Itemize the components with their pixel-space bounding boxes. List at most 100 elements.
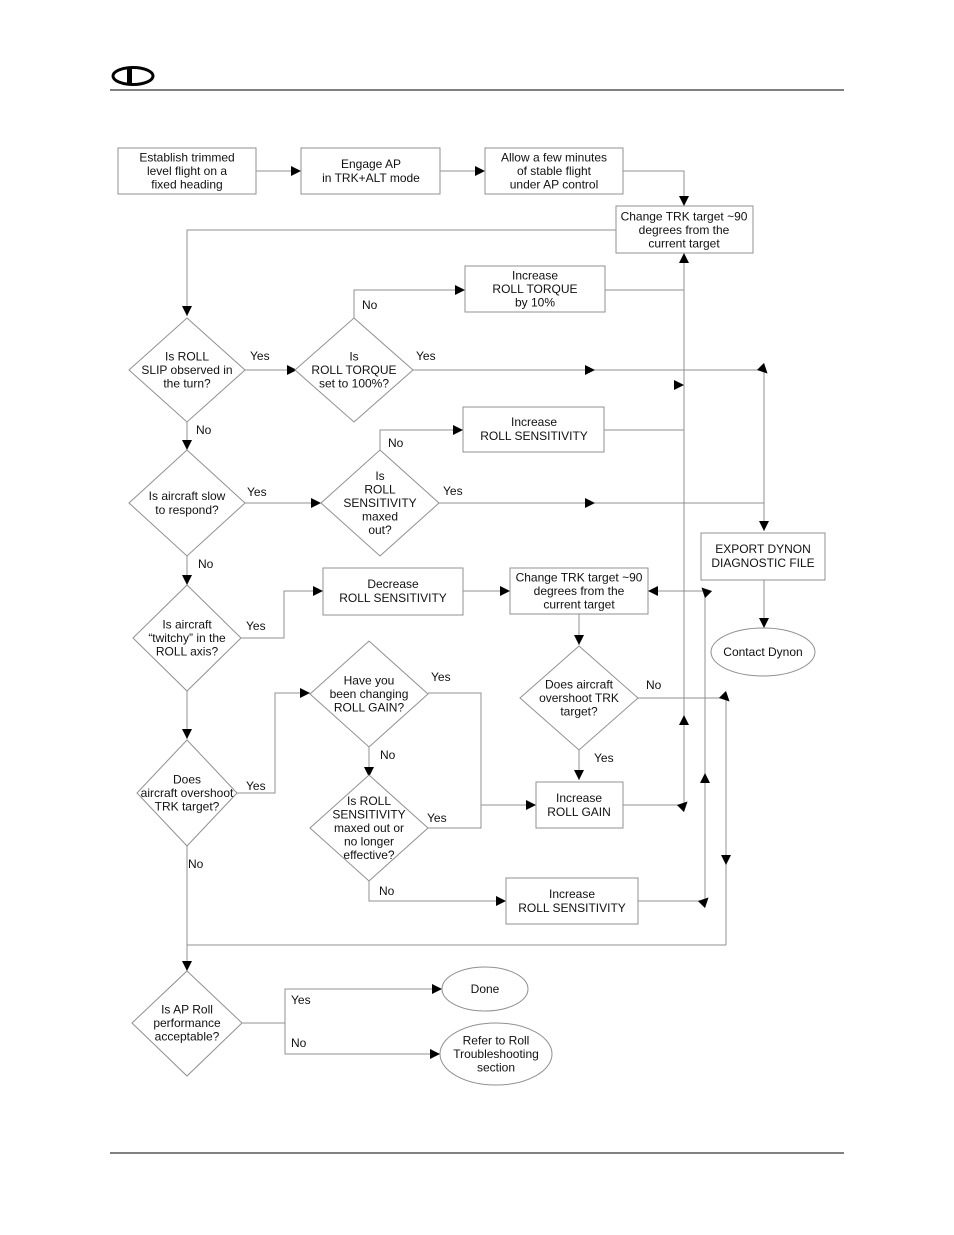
node-text-line: Have you xyxy=(344,673,395,687)
slip-yes-label: Yes xyxy=(250,349,270,363)
node-text-line: current target xyxy=(648,237,720,251)
overshoot1-no-label: No xyxy=(188,857,204,871)
node-text-line: EXPORT DYNON xyxy=(715,542,811,556)
node-text-line: ROLL GAIN? xyxy=(334,701,405,715)
node-text-line: Change TRK target ~90 xyxy=(621,209,748,223)
node-text-line: SENSITIVITY xyxy=(332,807,405,821)
senseff-no-label: No xyxy=(379,884,395,898)
node-text-line: Is aircraft slow xyxy=(149,489,226,503)
node-text-line: been changing xyxy=(330,687,409,701)
node-text-line: Refer to Roll xyxy=(463,1033,530,1047)
overshoot2-no-label: No xyxy=(646,678,662,692)
node-text-line: Increase xyxy=(511,415,557,429)
node-text-line: Decrease xyxy=(367,577,419,591)
node-text-line: SENSITIVITY xyxy=(343,496,416,510)
node-text-line: Done xyxy=(471,982,500,996)
node-text-line: ROLL SENSITIVITY xyxy=(480,429,588,443)
node-text-line: Is ROLL xyxy=(165,349,209,363)
node-text-line: Increase xyxy=(556,791,602,805)
node-text-line: Does aircraft xyxy=(545,677,614,691)
node-text-line: level flight on a xyxy=(147,164,227,178)
node-text-line: overshoot TRK xyxy=(539,691,619,705)
overshoot1-yes-label: Yes xyxy=(246,779,266,793)
node-text-line: Does xyxy=(173,772,201,786)
node-text-line: under AP control xyxy=(510,178,599,192)
slow-yes-label: Yes xyxy=(247,485,267,499)
node-text-line: degrees from the xyxy=(534,584,625,598)
node-text-line: ROLL SENSITIVITY xyxy=(518,901,626,915)
senseff-yes-label: Yes xyxy=(427,811,447,825)
node-text-line: Allow a few minutes xyxy=(501,150,607,164)
node-text-line: current target xyxy=(543,598,615,612)
svg-text:Contact Dynon: Contact Dynon xyxy=(723,645,802,659)
node-text-line: “twitchy” in the xyxy=(148,631,226,645)
flow-connectors xyxy=(182,166,769,1059)
node-text-line: aircraft overshoot xyxy=(141,786,234,800)
node-text-line: Change TRK target ~90 xyxy=(516,570,643,584)
slip-no-label: No xyxy=(196,423,212,437)
node-text-line: Increase xyxy=(512,268,558,282)
node-text-line: Is ROLL xyxy=(347,794,391,808)
node-text-line: no longer xyxy=(344,835,394,849)
twitchy-yes-label: Yes xyxy=(246,619,266,633)
gain-yes-label: Yes xyxy=(431,670,451,684)
node-text-line: TRK target? xyxy=(155,800,220,814)
slow-no-label: No xyxy=(198,557,214,571)
node-text-line: Is xyxy=(349,349,358,363)
torque-no-label: No xyxy=(362,298,378,312)
node-text-line: maxed xyxy=(362,510,398,524)
sensmax-no-label: No xyxy=(388,436,404,450)
node-text-line: set to 100%? xyxy=(319,377,389,391)
node-text-line: Engage AP xyxy=(341,157,401,171)
node-text-line: Contact Dynon xyxy=(723,645,802,659)
node-text-line: DIAGNOSTIC FILE xyxy=(711,556,814,570)
node-text-line: Is AP Roll xyxy=(161,1002,213,1016)
node-text-line: of stable flight xyxy=(517,164,592,178)
done-terminal: Done xyxy=(441,966,529,1012)
node-text-line: Establish trimmed xyxy=(139,150,234,164)
node-text-line: Troubleshooting xyxy=(453,1047,539,1061)
node-text-line: performance xyxy=(153,1016,221,1030)
node-text-line: SLIP observed in xyxy=(141,363,232,377)
node-text-line: Is aircraft xyxy=(162,617,212,631)
node-text-line: the turn? xyxy=(163,377,211,391)
node-text-line: ROLL TORQUE xyxy=(311,363,396,377)
node-text-line: ROLL TORQUE xyxy=(492,282,577,296)
node-text-line: Is xyxy=(375,469,384,483)
node-text-line: maxed out or xyxy=(334,821,404,835)
acceptable-no-label: No xyxy=(291,1036,307,1050)
torque-yes-label: Yes xyxy=(416,349,436,363)
node-text-line: effective? xyxy=(343,848,394,862)
node-text-line: section xyxy=(477,1061,515,1075)
node-text-line: fixed heading xyxy=(151,178,222,192)
